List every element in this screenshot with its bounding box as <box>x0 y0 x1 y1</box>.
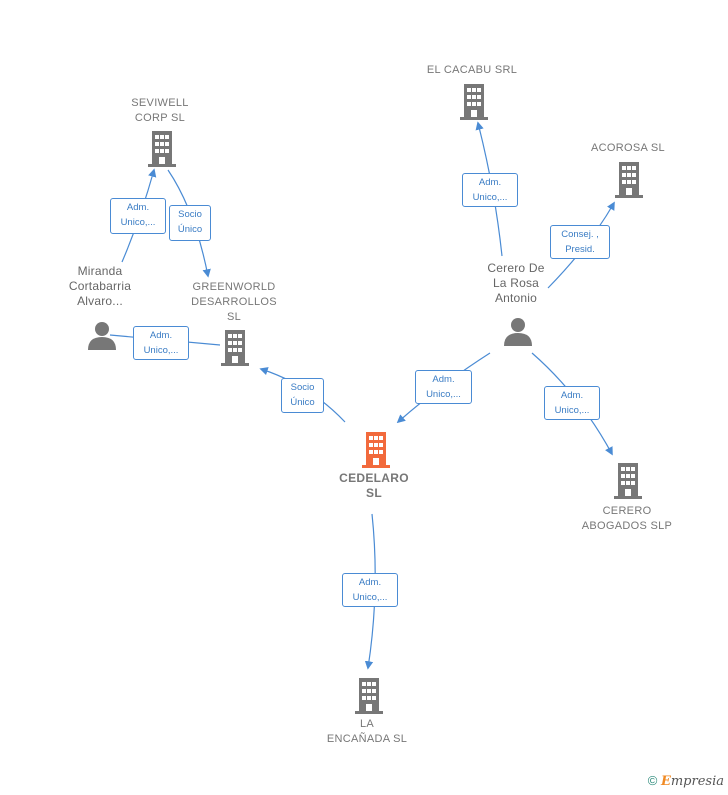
edge-label-cedelaro-laencanada[interactable]: Adm. Unico,... <box>342 573 398 607</box>
brand-initial: E <box>660 774 671 789</box>
edge-label-cerero-cedelaro[interactable]: Adm. Unico,... <box>415 370 472 404</box>
node-label-cedelaro[interactable]: CEDELARO SL <box>339 471 409 500</box>
node-label-miranda[interactable]: Miranda Cortabarria Alvaro... <box>68 264 132 308</box>
laencanada-building-icon[interactable] <box>354 678 384 714</box>
edge-label-cerero-elcacabu[interactable]: Adm. Unico,... <box>462 173 518 207</box>
elcacabu-building-icon[interactable] <box>459 84 489 120</box>
node-label-acorosa[interactable]: ACOROSA SL <box>591 142 665 154</box>
edge-label-miranda-seviwell[interactable]: Adm. Unico,... <box>110 198 166 234</box>
edge-label-miranda-greenworld[interactable]: Adm. Unico,... <box>133 326 189 360</box>
brand-rest: mpresia <box>670 774 724 789</box>
greenworld-building-icon[interactable] <box>220 330 250 366</box>
cerero-person-icon[interactable] <box>503 316 533 346</box>
node-label-laencanada[interactable]: LA ENCAÑADA SL <box>326 718 408 745</box>
seviwell-building-icon[interactable] <box>147 131 177 167</box>
edge-label-seviwell-greenworld[interactable]: Socio Único <box>169 205 211 241</box>
cedelaro-building-icon[interactable] <box>361 432 391 468</box>
acorosa-building-icon[interactable] <box>614 162 644 198</box>
edge-label-cerero-abogados[interactable]: Adm. Unico,... <box>544 386 600 420</box>
node-label-cerero-person[interactable]: Cerero De La Rosa Antonio <box>487 261 545 305</box>
empresia-brand: © Empresia <box>648 773 724 789</box>
edge-label-cerero-acorosa[interactable]: Consej. , Presid. <box>550 225 610 259</box>
edge-label-cedelaro-greenworld[interactable]: Socio Único <box>281 378 324 413</box>
miranda-person-icon[interactable] <box>87 320 117 350</box>
node-label-elcacabu[interactable]: EL CACABU SRL <box>426 64 518 76</box>
copyright-icon: © <box>647 773 658 788</box>
cerero-abogados-building-icon[interactable] <box>613 463 643 499</box>
node-label-cerero-abogados[interactable]: CERERO ABOGADOS SLP <box>581 505 673 532</box>
node-label-seviwell[interactable]: SEVIWELL CORP SL <box>131 97 189 124</box>
node-label-greenworld[interactable]: GREENWORLD DESARROLLOS SL <box>191 281 277 323</box>
